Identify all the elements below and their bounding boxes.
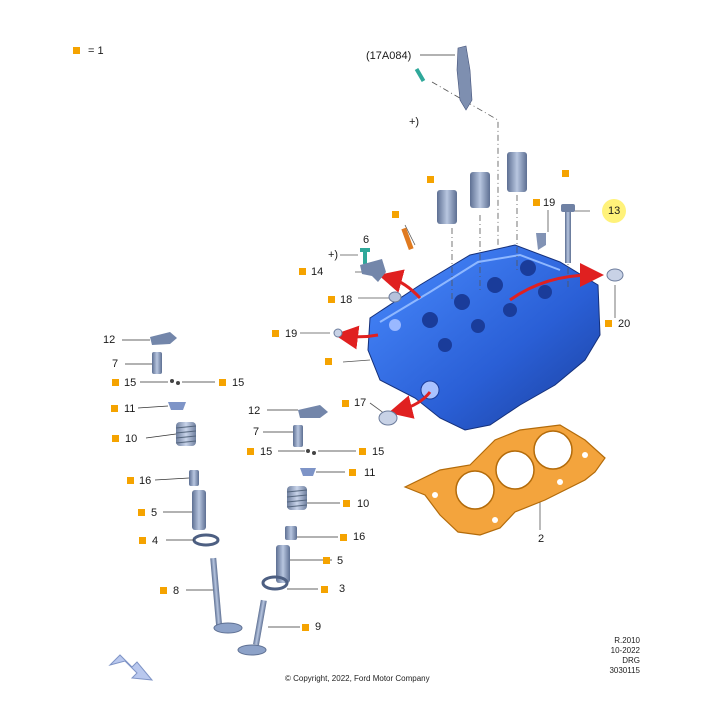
callout-13: 13 <box>608 205 621 217</box>
marker-9 <box>302 624 309 631</box>
marker-11-right <box>349 469 356 476</box>
callout-6: 6 <box>363 234 370 246</box>
callout-14: 14 <box>311 266 324 278</box>
marker-10-right <box>343 500 350 507</box>
callout-plus-top: +) <box>409 116 420 128</box>
drawing-meta: R.2010 10-2022 DRG 3030115 <box>600 636 640 676</box>
callout-11-right: 11 <box>364 467 376 479</box>
drawing-rev: R.2010 <box>614 636 640 645</box>
marker-10-left <box>112 435 119 442</box>
callout-15d: 15 <box>372 446 385 458</box>
valve-train-right <box>237 405 328 656</box>
drawing-date: 10-2022 <box>610 646 640 655</box>
legend-marker <box>73 47 80 54</box>
marker-3 <box>321 586 328 593</box>
callout-8: 8 <box>173 585 180 597</box>
callout-9: 9 <box>315 621 322 633</box>
marker-5-right <box>323 557 330 564</box>
marker-14 <box>299 268 306 275</box>
callout-18: 18 <box>340 294 353 306</box>
marker-8 <box>160 587 167 594</box>
callout-leaders <box>122 54 455 628</box>
valve-spring-left <box>175 422 197 446</box>
marker-4 <box>139 537 146 544</box>
callout-7-right: 7 <box>253 426 260 438</box>
rocker-arm-upper <box>360 259 386 282</box>
callout-11-left: 11 <box>124 403 136 415</box>
sensor-and-bolts <box>360 45 473 264</box>
marker-19-top <box>533 199 540 206</box>
drawing-number: 3030115 <box>609 666 640 675</box>
marker-sleeve-2 <box>562 170 569 177</box>
callout-19-left: 19 <box>285 328 298 340</box>
marker-17 <box>342 400 349 407</box>
marker-15d <box>359 448 366 455</box>
marker-20 <box>605 320 612 327</box>
direction-arrow-icon <box>108 654 154 681</box>
marker-15a <box>112 379 119 386</box>
leader-lines <box>300 81 616 530</box>
marker-18 <box>328 296 335 303</box>
callout-20: 20 <box>618 318 631 330</box>
callout-7-left: 7 <box>112 358 119 370</box>
callout-12-left: 12 <box>103 334 116 346</box>
callout-highlight-13 <box>602 199 626 223</box>
callout-5-right: 5 <box>337 555 344 567</box>
head-gasket <box>403 424 606 536</box>
callout-4: 4 <box>152 535 159 547</box>
assembly-arrows <box>334 263 604 419</box>
marker-11-left <box>111 405 118 412</box>
callout-plus-6: +) <box>328 249 339 261</box>
valve-spring-right <box>286 486 308 510</box>
callout-2: 2 <box>538 533 545 545</box>
callout-5-left: 5 <box>151 507 158 519</box>
marker-15c <box>247 448 254 455</box>
copyright: © Copyright, 2022, Ford Motor Company <box>285 674 430 683</box>
valve-train-left <box>150 332 243 634</box>
callout-10-right: 10 <box>357 498 370 510</box>
marker-16-left <box>127 477 134 484</box>
marker-5-left <box>138 509 145 516</box>
callout-17: 17 <box>354 397 367 409</box>
marker-19-left <box>272 330 279 337</box>
cylinder-head <box>367 244 601 431</box>
callout-15a: 15 <box>124 377 137 389</box>
callout-16-left: 16 <box>139 475 152 487</box>
marker-1 <box>325 358 332 365</box>
sleeve-parts <box>333 152 624 426</box>
marker-16-right <box>340 534 347 541</box>
callout-3: 3 <box>339 583 346 595</box>
callout-15c: 15 <box>260 446 273 458</box>
callout-15b: 15 <box>232 377 245 389</box>
drawing-type: DRG <box>622 656 640 665</box>
callout-10-left: 10 <box>125 433 138 445</box>
marker-sleeve-1 <box>427 176 434 183</box>
marker-sleeve-3 <box>392 211 399 218</box>
marker-15b <box>219 379 226 386</box>
callout-17a084: (17A084) <box>366 50 412 62</box>
callout-19-top: 19 <box>543 197 556 209</box>
callout-12-right: 12 <box>248 405 261 417</box>
legend-text: = 1 <box>88 45 104 57</box>
callout-16-right: 16 <box>353 531 366 543</box>
